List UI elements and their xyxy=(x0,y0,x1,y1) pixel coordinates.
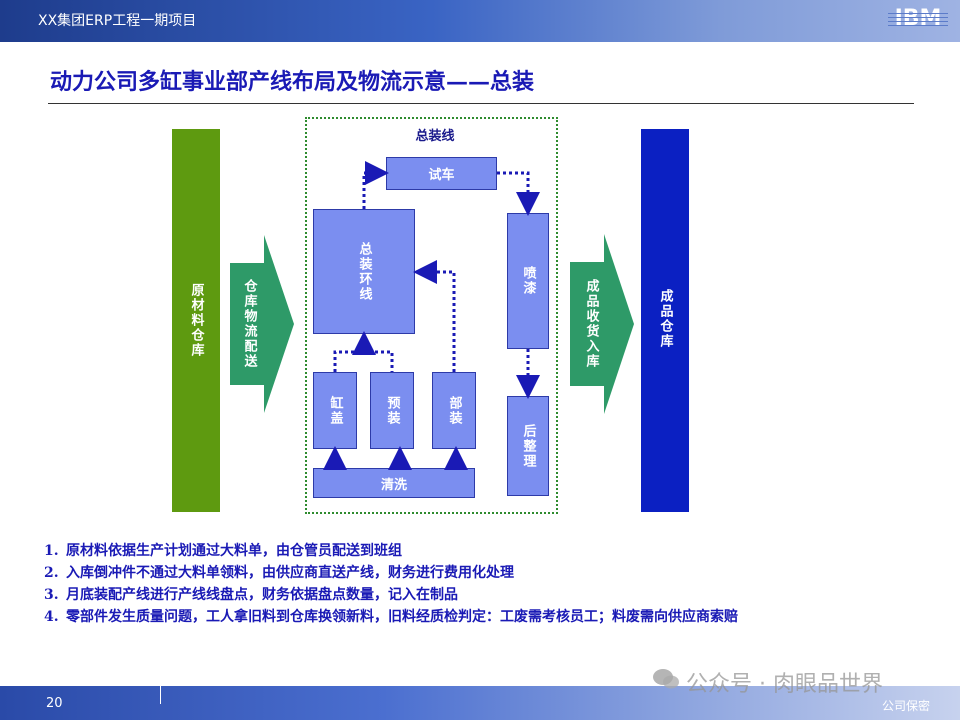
ibm-logo-text: IBM xyxy=(894,6,942,31)
wechat-icon xyxy=(653,669,679,689)
connector-testrun-to-paint xyxy=(497,171,540,216)
finished-goods-warehouse: 成品仓库 xyxy=(641,129,689,512)
note-item: 2. 入库倒冲件不通过大料单领料，由供应商直送产线，财务进行费用化处理 xyxy=(44,565,514,581)
confidential-label: 公司保密 xyxy=(881,699,930,713)
post-finish-label: 后整理 xyxy=(520,423,536,469)
assembly-loop-label: 总装环线 xyxy=(356,241,372,302)
cleaning-label: 清洗 xyxy=(380,477,407,493)
page-number: 20 xyxy=(46,696,63,711)
connector-loop-to-testrun xyxy=(362,161,389,209)
title-divider xyxy=(48,103,914,104)
assembly-loop-box: 总装环线 xyxy=(313,209,415,334)
connector-cover-pre-join xyxy=(333,350,394,372)
outbound-arrow-label-wrap: 成品收货入库 xyxy=(574,262,608,386)
ibm-logo: IBM xyxy=(888,6,948,32)
watermark-text: 公众号 · 肉眼品世界 xyxy=(686,672,883,697)
painting-box: 喷漆 xyxy=(507,213,549,349)
inbound-arrow-label: 仓库物流配送 xyxy=(241,279,257,369)
post-finish-box: 后整理 xyxy=(507,396,549,496)
cylinder-cover-box: 缸盖 xyxy=(313,372,357,449)
part-assembly-label: 部装 xyxy=(446,395,462,426)
assembly-line-label: 总装线 xyxy=(415,129,455,144)
part-assembly-box: 部装 xyxy=(432,372,476,449)
pre-assembly-box: 预装 xyxy=(370,372,414,449)
project-name: XX集团ERP工程一期项目 xyxy=(38,13,197,29)
finished-goods-warehouse-label: 成品仓库 xyxy=(657,289,673,349)
note-item: 1. 原材料依据生产计划通过大料单，由仓管员配送到班组 xyxy=(44,543,402,559)
painting-label: 喷漆 xyxy=(520,266,536,296)
note-item: 4. 零部件发生质量问题，工人拿旧料到仓库换领新料，旧料经质检判定：工废需考核员… xyxy=(44,609,738,625)
outbound-arrow-label: 成品收货入库 xyxy=(583,279,599,369)
page-title: 动力公司多缸事业部产线布局及物流示意——总装 xyxy=(50,69,535,95)
inbound-arrow-label-wrap: 仓库物流配送 xyxy=(234,263,264,385)
test-run-box: 试车 xyxy=(386,157,497,190)
connector-partasm-to-loop xyxy=(413,260,456,372)
cylinder-cover-label: 缸盖 xyxy=(327,395,343,426)
footer-divider xyxy=(160,684,161,704)
assembly-line-zone xyxy=(305,117,558,514)
test-run-label: 试车 xyxy=(428,168,455,183)
raw-material-warehouse-label: 原材料仓库 xyxy=(188,283,204,358)
cleaning-box: 清洗 xyxy=(313,468,475,498)
header-bar: XX集团ERP工程一期项目 IBM xyxy=(0,0,960,42)
outbound-receipt-arrow xyxy=(570,234,634,414)
inbound-logistics-arrow xyxy=(230,235,294,413)
raw-material-warehouse: 原材料仓库 xyxy=(172,129,220,512)
notes-list: 1. 原材料依据生产计划通过大料单，由仓管员配送到班组 2. 入库倒冲件不通过大… xyxy=(44,540,924,628)
pre-assembly-label: 预装 xyxy=(384,395,400,426)
note-item: 3. 月底装配产线进行产线线盘点，财务依据盘点数量，记入在制品 xyxy=(44,587,458,603)
